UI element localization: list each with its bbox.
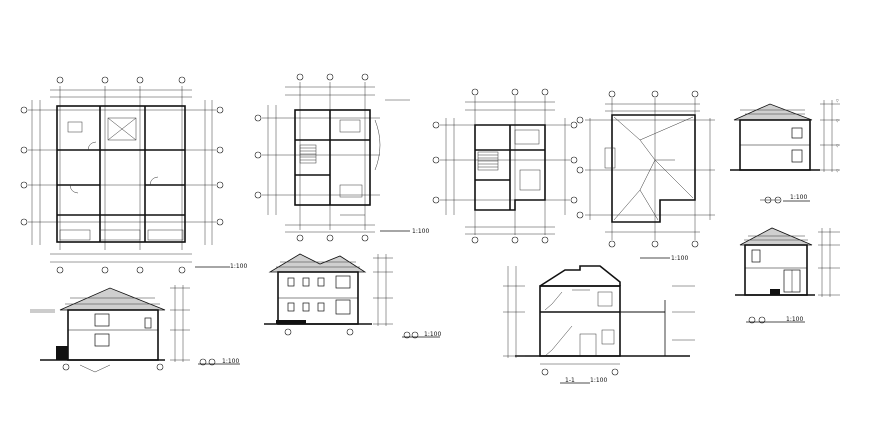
scale-label-plan-2: 1:100 xyxy=(412,228,429,235)
svg-text:▽: ▽ xyxy=(836,144,839,148)
ground-floor-plan: 1:100 xyxy=(20,76,247,274)
section-label: 1-1 xyxy=(565,377,575,384)
roof-plan: 1:100 xyxy=(576,90,715,262)
elevation-front: 1:100 xyxy=(264,253,441,339)
elevation-side-left: 1:100 xyxy=(30,285,240,373)
elevation-side-right: ▽ ▽ ▽ ▽ 1:100 xyxy=(730,99,840,204)
axis-bubbles-roof xyxy=(576,90,699,248)
scale-label-elev-right: 1:100 xyxy=(790,194,807,201)
first-floor-plan: 1:100 xyxy=(254,73,429,242)
elevation-rear: 1:100 xyxy=(735,227,840,324)
scale-label-section: 1:100 xyxy=(590,377,607,384)
axis-bubbles-plan-3 xyxy=(432,88,578,244)
front-windows xyxy=(287,275,351,315)
scale-label-elev-rear: 1:100 xyxy=(786,316,803,323)
svg-text:▽: ▽ xyxy=(836,99,839,103)
scale-label-elev-front: 1:100 xyxy=(424,331,441,338)
svg-text:▽: ▽ xyxy=(836,119,839,123)
svg-text:▽: ▽ xyxy=(836,169,839,173)
scale-label-elev-left: 1:100 xyxy=(222,358,239,365)
axis-bubbles-plan-1 xyxy=(20,76,224,274)
elevation-side-right-level-marks: ▽ ▽ ▽ ▽ xyxy=(836,99,839,173)
section-1-1: 1-1 1:100 xyxy=(503,265,695,384)
axis-bubbles-plan-2 xyxy=(254,73,369,242)
scale-label-roof: 1:100 xyxy=(671,255,688,262)
second-floor-plan xyxy=(432,88,578,244)
scale-label-plan-1: 1:100 xyxy=(230,263,247,270)
